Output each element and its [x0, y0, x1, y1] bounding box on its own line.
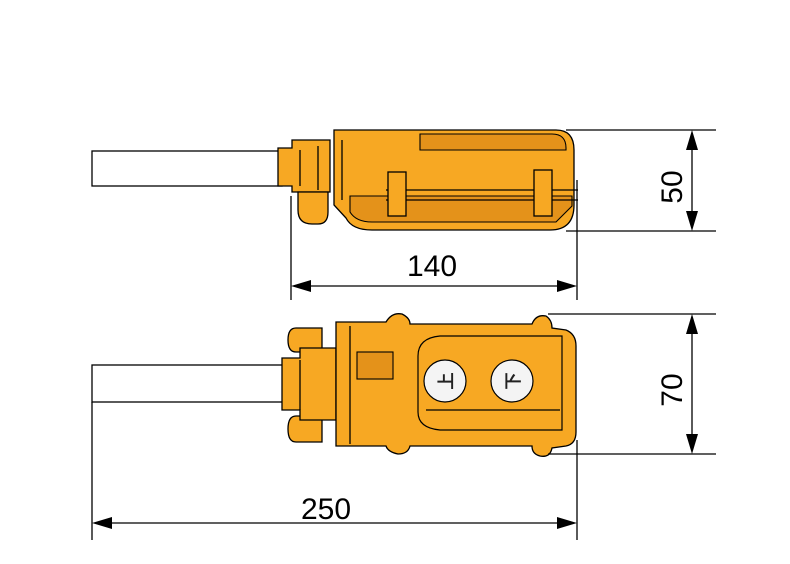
top-cable: [91, 364, 289, 403]
side-top-rib: [419, 133, 567, 151]
side-gland-hook: [297, 191, 329, 225]
up-button[interactable]: 上: [423, 359, 467, 403]
side-cable: [91, 150, 283, 187]
total-length-label: 250: [301, 493, 351, 526]
side-clip-left: [387, 171, 407, 217]
side-clip-right: [533, 169, 553, 217]
top-gland-ear-upper: [287, 327, 323, 353]
top-cable-gland: [281, 347, 337, 421]
side-view: [91, 129, 578, 231]
down-button[interactable]: 下: [490, 359, 534, 403]
label-plate: [356, 351, 394, 380]
side-length-label: 140: [407, 250, 457, 283]
up-button-label: 上: [437, 373, 457, 390]
side-cable-gland: [277, 139, 331, 193]
top-width-label: 70: [656, 373, 689, 406]
side-length-dimension: 140: [290, 180, 578, 300]
top-view: 上 下: [91, 313, 577, 457]
side-height-label: 50: [656, 170, 689, 203]
top-gland-ear-lower: [287, 415, 323, 443]
total-length-dimension: 250: [91, 402, 578, 540]
button-panel: [417, 335, 563, 431]
top-width-dimension: 70: [548, 313, 716, 455]
side-height-dimension: 50: [566, 129, 716, 232]
down-button-label: 下: [504, 373, 524, 390]
